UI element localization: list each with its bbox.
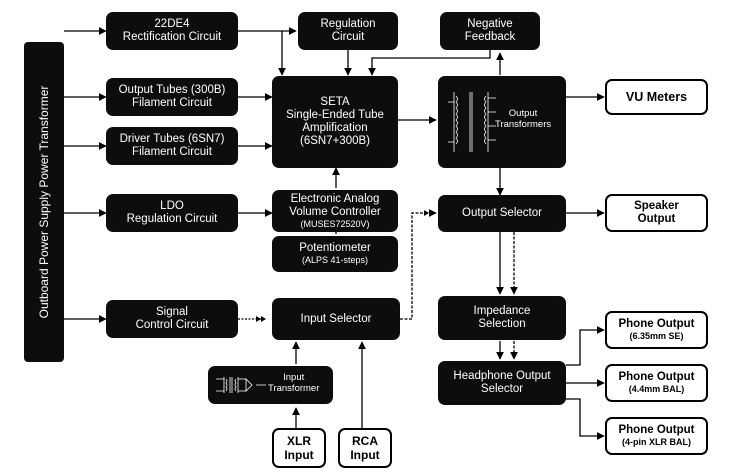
- driver-filament-line1: Driver Tubes (6SN7): [119, 133, 225, 145]
- input-selector-label: Input Selector: [300, 312, 372, 325]
- output-transformer-schematic-icon: [448, 92, 496, 152]
- seta-line3: Amplification: [302, 122, 368, 134]
- phone-se-line1: Phone Output: [618, 318, 695, 330]
- volume-line2: Volume Controller: [289, 205, 381, 218]
- rca-input-block: RCA Input: [338, 428, 392, 468]
- xlr-line2: Input: [284, 448, 314, 462]
- output-transformers-block: [438, 76, 566, 168]
- volume-line1: Electronic Analog: [290, 192, 380, 205]
- signal-control-block: Signal Control Circuit: [106, 300, 238, 338]
- potentiometer-block: Potentiometer (ALPS 41-steps): [272, 236, 398, 272]
- power-transformer-block: Outboard Power Supply Power Transformer: [24, 42, 64, 362]
- feedback-line1: Negative: [467, 18, 513, 30]
- input-transformer-line1: Input: [283, 372, 305, 383]
- rca-line2: Input: [350, 448, 380, 462]
- negative-feedback-block: Negative Feedback: [440, 12, 540, 50]
- phone-output-bal44-block: Phone Output (4.4mm BAL): [605, 364, 708, 402]
- output-filament-line1: Output Tubes (300B): [118, 84, 226, 96]
- rectification-line1: 22DE4: [154, 18, 190, 30]
- headphone-line1: Headphone Output: [453, 370, 551, 382]
- signal-control-line1: Signal: [156, 306, 188, 318]
- phone-xlr-line1: Phone Output: [618, 424, 695, 436]
- volume-controller-block: Electronic Analog Volume Controller (MUS…: [272, 190, 398, 232]
- speaker-line2: Output: [637, 213, 676, 225]
- impedance-line2: Selection: [478, 318, 526, 330]
- regulation-line2: Circuit: [331, 31, 365, 43]
- ldo-block: LDO Regulation Circuit: [106, 194, 238, 232]
- regulation-line1: Regulation: [320, 18, 376, 30]
- volume-line3: (MUSES72520V): [300, 218, 370, 229]
- potentiometer-line2: (ALPS 41-steps): [301, 255, 369, 265]
- ldo-line1: LDO: [160, 200, 184, 212]
- impedance-selection-block: Impedance Selection: [438, 296, 566, 340]
- rectification-line2: Rectification Circuit: [122, 31, 222, 43]
- regulation-circuit-block: Regulation Circuit: [298, 12, 398, 50]
- speaker-output-block: Speaker Output: [605, 194, 708, 232]
- feedback-line2: Feedback: [464, 31, 516, 43]
- rectification-circuit-block: 22DE4 Rectification Circuit: [106, 12, 238, 50]
- input-transformer-line2: Transformer: [268, 383, 320, 394]
- phone-xlr-line2: (4-pin XLR BAL): [622, 437, 691, 447]
- driver-filament-line2: Filament Circuit: [132, 146, 212, 158]
- rca-line1: RCA: [352, 434, 378, 448]
- input-transformer-block: [208, 366, 333, 404]
- input-selector-block: Input Selector: [272, 298, 400, 340]
- output-filament-line2: Filament Circuit: [132, 97, 212, 109]
- driver-filament-block: Driver Tubes (6SN7) Filament Circuit: [106, 127, 238, 165]
- seta-line2: Single-Ended Tube: [286, 109, 384, 121]
- phone-output-xlr-block: Phone Output (4-pin XLR BAL): [605, 417, 708, 455]
- speaker-line1: Speaker: [634, 200, 679, 212]
- phone-se-line2: (6.35mm SE): [629, 331, 684, 341]
- signal-control-line2: Control Circuit: [135, 319, 209, 331]
- xlr-input-block: XLR Input: [272, 428, 326, 468]
- ot-line1: Output: [508, 108, 538, 119]
- headphone-selector-block: Headphone Output Selector: [438, 361, 566, 405]
- ot-line2: Transformers: [495, 119, 552, 130]
- output-selector-block: Output Selector: [438, 195, 566, 232]
- potentiometer-line1: Potentiometer: [299, 242, 371, 254]
- xlr-line1: XLR: [287, 434, 311, 448]
- seta-line4: (6SN7+300B): [300, 135, 370, 147]
- seta-amplification-block: SETA Single-Ended Tube Amplification (6S…: [272, 76, 398, 168]
- phone-bal44-line1: Phone Output: [618, 371, 695, 383]
- output-selector-label: Output Selector: [462, 207, 542, 219]
- headphone-line2: Selector: [480, 383, 524, 395]
- input-transformer-label: Input Transformer: [268, 372, 319, 394]
- phone-bal44-line2: (4.4mm BAL): [628, 384, 685, 394]
- transformer-schematic-icon: [216, 377, 266, 393]
- output-transformers-label: Output Transformers: [495, 108, 551, 130]
- seta-line1: SETA: [320, 96, 350, 108]
- phone-output-se-block: Phone Output (6.35mm SE): [605, 311, 708, 349]
- vu-meters-block: VU Meters: [605, 79, 708, 115]
- ldo-line2: Regulation Circuit: [126, 213, 218, 225]
- vu-meters-label: VU Meters: [625, 89, 688, 104]
- power-transformer-label: Outboard Power Supply Power Transformer: [37, 85, 51, 319]
- impedance-line1: Impedance: [473, 305, 531, 317]
- output-filament-block: Output Tubes (300B) Filament Circuit: [106, 78, 238, 116]
